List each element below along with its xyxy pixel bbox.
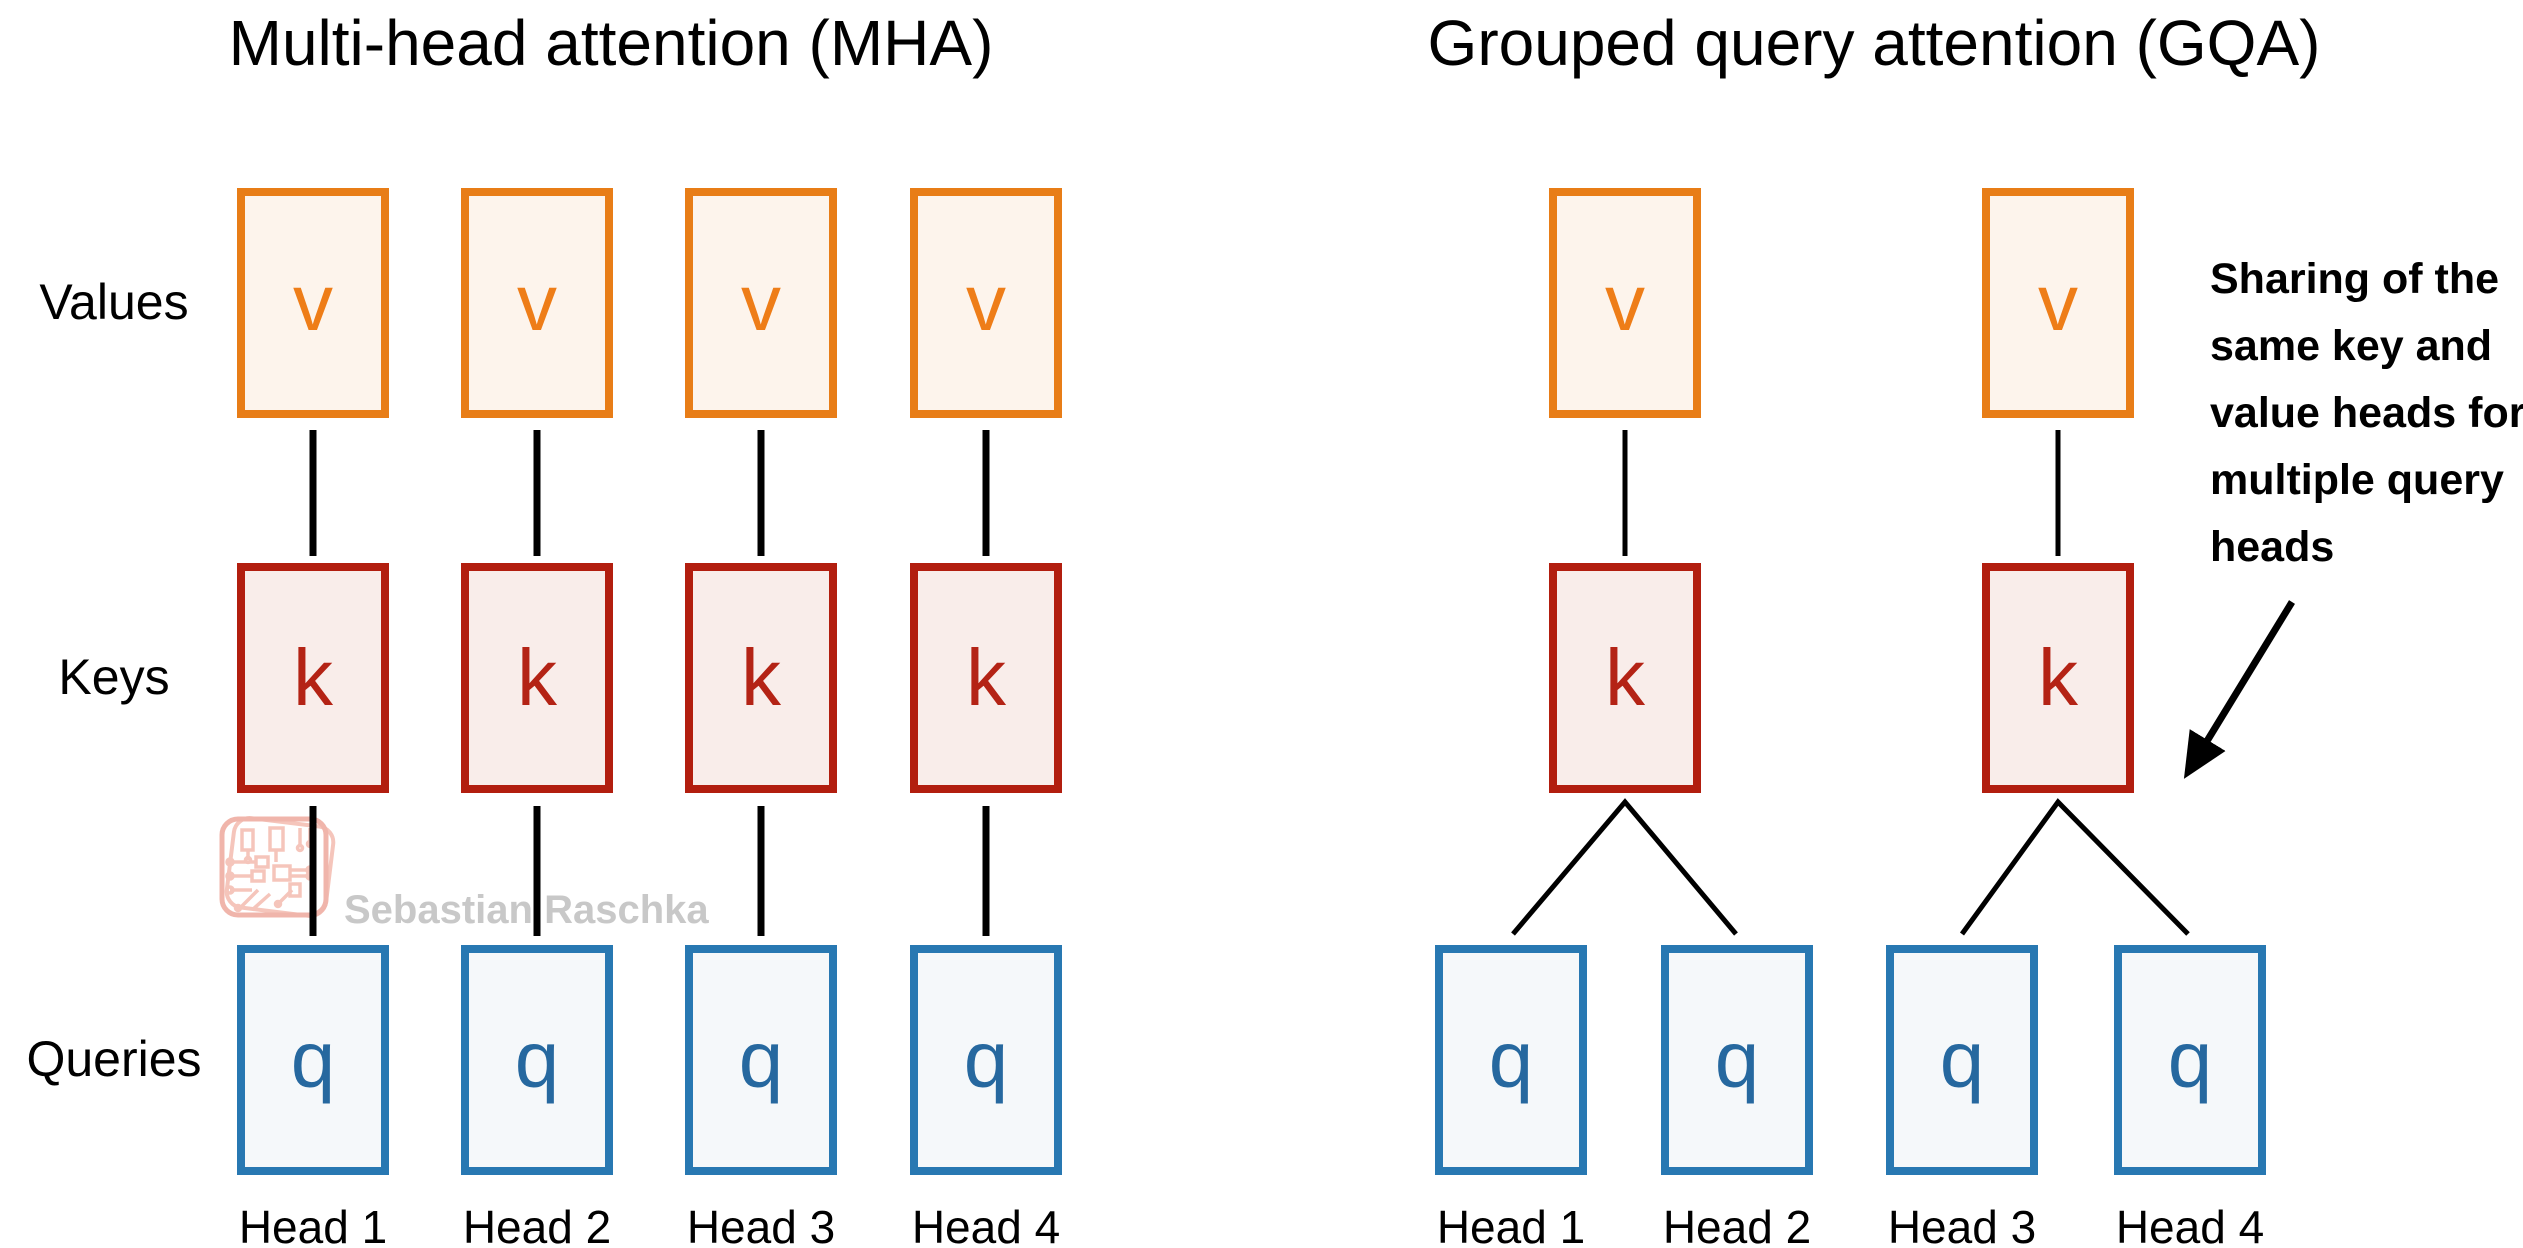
gqa-head-label-2: Head 2 [1662, 1201, 1812, 1248]
sharing-annotation: Sharing of the same key and value heads … [2210, 246, 2523, 581]
mha-query-box-2: q [461, 945, 613, 1175]
watermark-logo-icon [219, 816, 336, 918]
mha-query-box-1: q [237, 945, 389, 1175]
gqa-value-box-1: v [1549, 188, 1701, 418]
gqa-query-box-2: q [1661, 945, 1813, 1175]
mha-value-box-2: v [461, 188, 613, 418]
mha-query-box-3: q [685, 945, 837, 1175]
mha-key-box-3: k [685, 563, 837, 793]
annotation-arrow-icon [2183, 600, 2295, 779]
mha-title: Multi-head attention (MHA) [228, 7, 994, 79]
mha-head-label-1: Head 1 [238, 1201, 388, 1248]
annotation-line: multiple query [2210, 456, 2504, 504]
row-label-queries: Queries [26, 1031, 202, 1087]
annotation-line: same key and [2210, 322, 2493, 370]
gqa-key-box-2: k [1982, 563, 2134, 793]
mha-value-box-3: v [685, 188, 837, 418]
gqa-query-box-4: q [2114, 945, 2266, 1175]
mha-head-label-3: Head 3 [686, 1201, 836, 1248]
mha-value-box-1: v [237, 188, 389, 418]
mha-head-label-4: Head 4 [911, 1201, 1061, 1248]
mha-key-box-4: k [910, 563, 1062, 793]
mha-key-box-1: k [237, 563, 389, 793]
gqa-title: Grouped query attention (GQA) [1427, 7, 2321, 79]
mha-value-box-4: v [910, 188, 1062, 418]
gqa-query-box-1: q [1435, 945, 1587, 1175]
row-label-values: Values [39, 274, 189, 330]
gqa-head-label-4: Head 4 [2115, 1201, 2265, 1248]
mha-query-box-4: q [910, 945, 1062, 1175]
gqa-value-box-2: v [1982, 188, 2134, 418]
gqa-head-label-3: Head 3 [1887, 1201, 2037, 1248]
mha-head-label-2: Head 2 [462, 1201, 612, 1248]
gqa-head-label-1: Head 1 [1436, 1201, 1586, 1248]
gqa-key-box-1: k [1549, 563, 1701, 793]
row-label-keys: Keys [58, 649, 170, 705]
watermark-text: Sebastian Raschka [344, 888, 709, 932]
annotation-line: heads [2210, 523, 2335, 571]
mha-key-box-2: k [461, 563, 613, 793]
gqa-query-box-3: q [1886, 945, 2038, 1175]
annotation-line: Sharing of the [2210, 255, 2500, 303]
annotation-line: value heads for [2210, 389, 2523, 437]
